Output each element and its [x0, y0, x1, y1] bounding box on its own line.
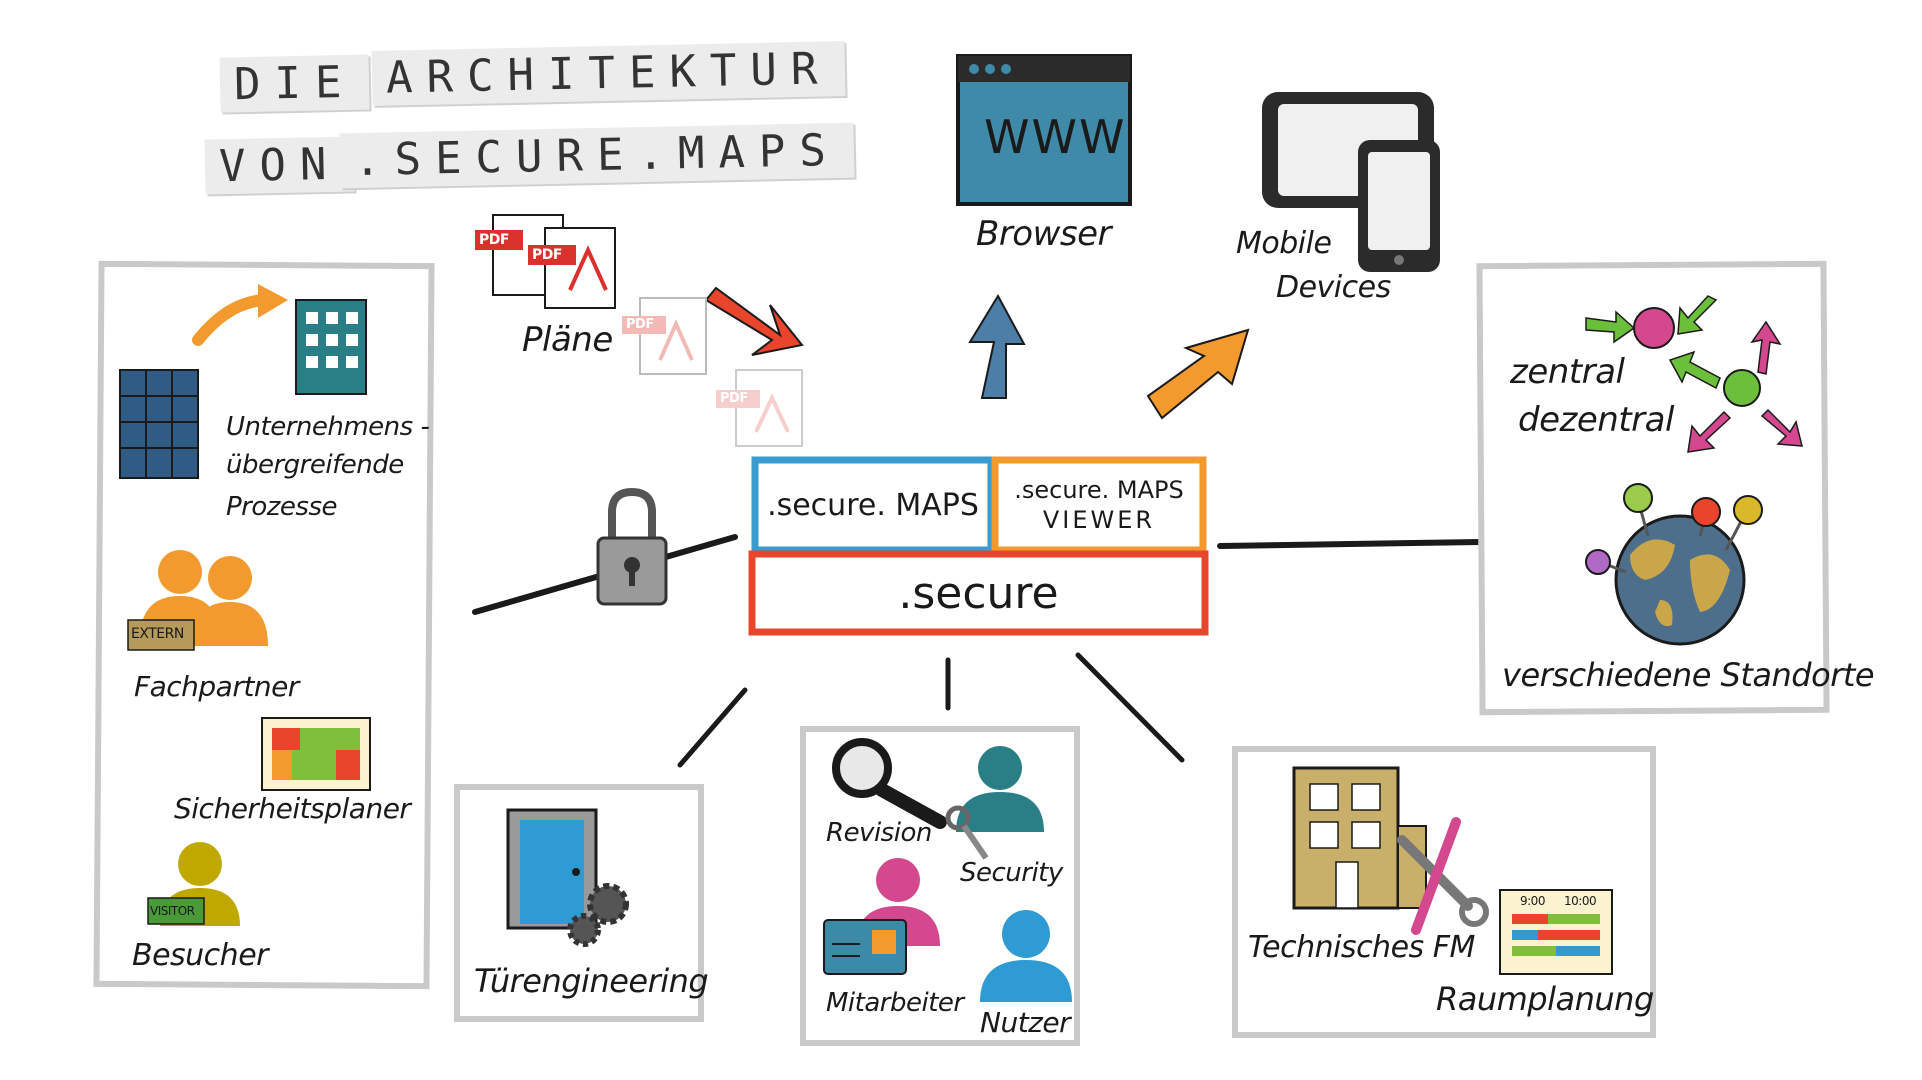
dezentral-label: dezentral	[1518, 400, 1674, 440]
schedule-time-2: 10:00	[1564, 894, 1597, 908]
line-right	[1217, 539, 1483, 549]
title-word-von: VON	[204, 136, 356, 195]
prozesse-label-line2: übergreifende	[226, 450, 404, 480]
prozesse-label-line3: Prozesse	[226, 492, 338, 522]
blue-arrow-up	[968, 293, 1026, 399]
line-bottom-left	[677, 687, 748, 768]
visitor-badge: VISITOR	[150, 904, 195, 918]
extern-badge: EXTERN	[131, 626, 184, 642]
pdf-badge-4: PDF	[720, 391, 748, 406]
revision-label: Revision	[826, 818, 932, 848]
besucher-label: Besucher	[132, 938, 268, 973]
secure-box	[748, 550, 1209, 636]
pdf-badge-3: PDF	[626, 317, 654, 332]
secure-maps-box	[751, 456, 995, 554]
standorte-label: verschiedene Standorte	[1502, 656, 1875, 694]
mobile-label-line1: Mobile	[1236, 226, 1332, 261]
pdf-badge-1: PDF	[479, 232, 509, 248]
sicherheitsplaner-label: Sicherheitsplaner	[174, 792, 411, 825]
red-arrow	[704, 286, 804, 356]
browser-label: Browser	[976, 214, 1112, 254]
www-text: WWW	[984, 110, 1127, 164]
title-word-die: DIE	[219, 54, 371, 113]
secure-maps-viewer-box	[991, 456, 1207, 554]
pdf-documents-icon	[475, 214, 803, 447]
mobile-label-line2: Devices	[1276, 270, 1391, 305]
left-panel	[93, 260, 435, 990]
raumplanung-label: Raumplanung	[1436, 980, 1654, 1018]
title-word-architektur: ARCHITEKTUR	[371, 41, 846, 106]
right-panel	[1476, 260, 1830, 716]
zentral-label: zentral	[1510, 352, 1625, 392]
secure-maps-viewer-label: .secure. MAPS VIEWER	[998, 463, 1200, 547]
pdf-badge-2: PDF	[532, 247, 562, 263]
nutzer-label: Nutzer	[980, 1006, 1071, 1039]
orange-arrow	[1146, 328, 1250, 420]
mitarbeiter-label: Mitarbeiter	[826, 988, 964, 1018]
prozesse-label-line1: Unternehmens -	[226, 412, 430, 442]
technisches-fm-label: Technisches FM	[1248, 930, 1475, 965]
browser-window-icon	[956, 54, 1132, 206]
padlock-icon	[596, 487, 668, 606]
tuerengineering-label: Türengineering	[474, 962, 709, 1000]
fachpartner-label: Fachpartner	[134, 670, 299, 703]
security-label: Security	[960, 858, 1063, 888]
mobile-devices-icon	[1262, 92, 1440, 272]
plaene-label: Pläne	[522, 320, 613, 360]
line-bottom-right	[1075, 652, 1185, 763]
viewer-line2: VIEWER	[1042, 506, 1156, 534]
viewer-line1: .secure. MAPS	[1014, 476, 1184, 504]
schedule-time-1: 9:00	[1520, 894, 1545, 908]
title-word-secure-maps: .SECURE.MAPS	[339, 122, 855, 189]
secure-maps-label: .secure. MAPS	[767, 487, 979, 523]
secure-label: .secure	[898, 567, 1059, 619]
